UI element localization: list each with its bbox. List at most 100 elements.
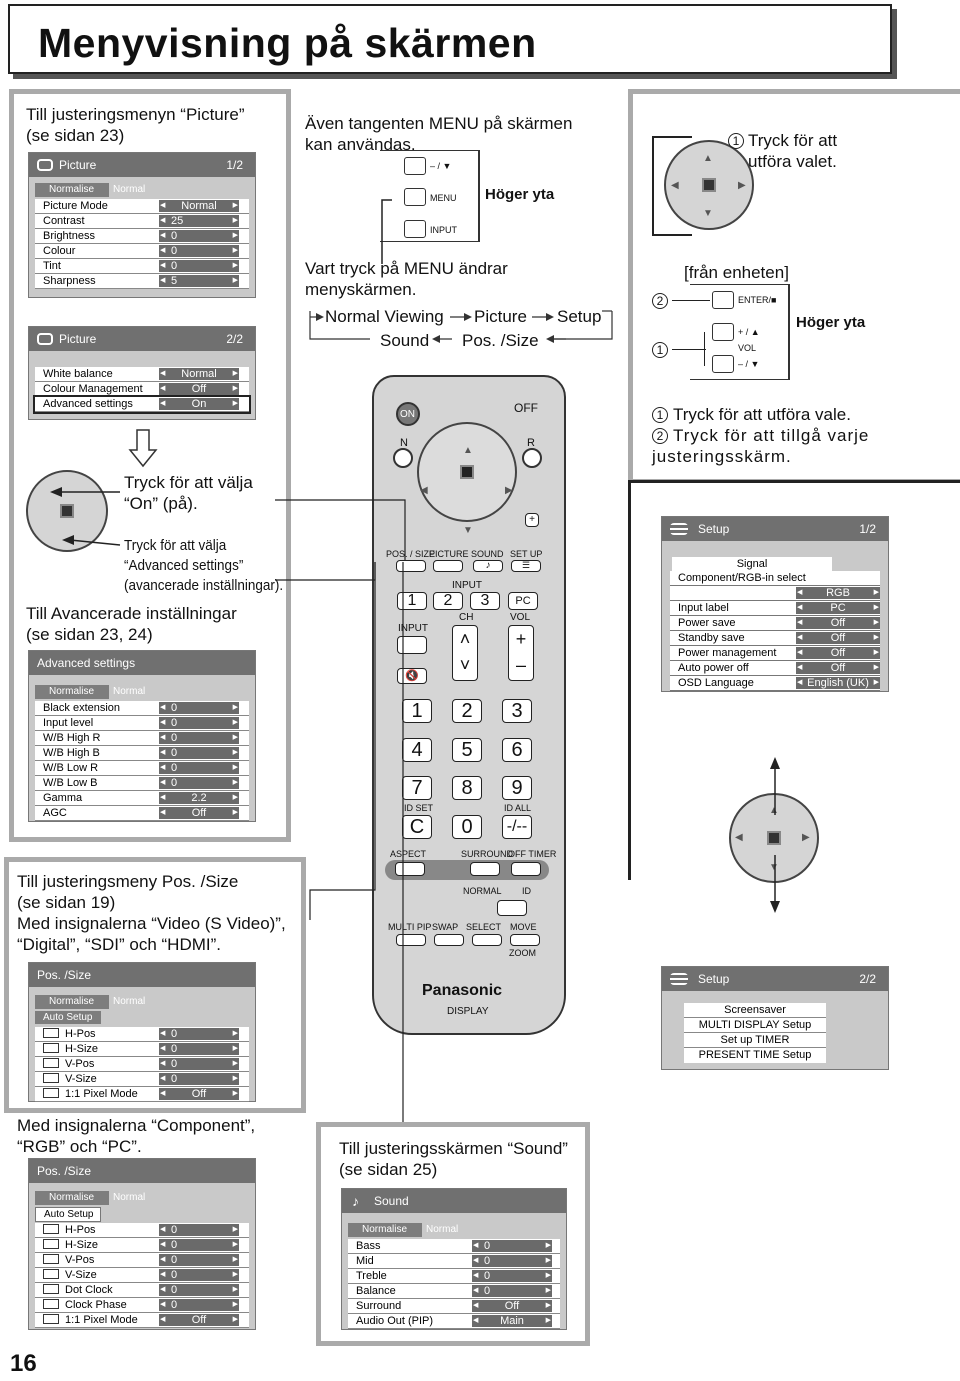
input-3-button[interactable]: 3 bbox=[470, 592, 500, 610]
menu-row[interactable]: Contrast25 bbox=[35, 214, 249, 229]
normalise-button[interactable]: Normalise bbox=[35, 1191, 109, 1205]
signal-button[interactable]: Signal bbox=[672, 557, 832, 571]
key-2[interactable]: 2 bbox=[452, 699, 482, 723]
menu-row-selected[interactable]: Advanced settingsOn bbox=[33, 395, 251, 414]
normalise-button[interactable]: Normalise bbox=[35, 685, 109, 699]
menu-row[interactable]: Input labelPC bbox=[670, 601, 880, 616]
input-1-button[interactable]: 1 bbox=[397, 592, 427, 610]
component-value-row[interactable]: RGB bbox=[670, 586, 880, 601]
picture-icon bbox=[37, 159, 53, 171]
menu-row[interactable]: SurroundOff bbox=[348, 1299, 560, 1314]
menu-item[interactable]: MULTI DISPLAY Setup bbox=[684, 1018, 826, 1033]
info-button[interactable]: + bbox=[525, 513, 539, 527]
auto-setup-button[interactable]: Auto Setup bbox=[35, 1207, 101, 1222]
menu-row[interactable]: White balanceNormal bbox=[35, 367, 249, 382]
menu-row[interactable]: W/B Low B0 bbox=[35, 776, 249, 791]
menu-row[interactable]: Power managementOff bbox=[670, 646, 880, 661]
vol-up-button[interactable] bbox=[712, 323, 734, 341]
key-0[interactable]: 0 bbox=[452, 815, 482, 839]
n-button[interactable] bbox=[393, 448, 413, 468]
menu-row[interactable]: 1:1 Pixel ModeOff bbox=[35, 1313, 249, 1328]
auto-setup-button[interactable]: Auto Setup bbox=[35, 1011, 101, 1024]
menu-row[interactable]: Picture ModeNormal bbox=[35, 199, 249, 214]
picture-button[interactable] bbox=[433, 560, 463, 572]
menu-row[interactable]: V-Pos0 bbox=[35, 1057, 249, 1072]
menu-row[interactable]: V-Size0 bbox=[35, 1072, 249, 1087]
menu-button[interactable] bbox=[404, 188, 426, 206]
menu-row[interactable]: Auto power offOff bbox=[670, 661, 880, 676]
input-button[interactable] bbox=[404, 220, 426, 238]
normalise-button[interactable]: Normalise bbox=[348, 1223, 422, 1237]
row-value: Off bbox=[796, 617, 880, 629]
select-button[interactable] bbox=[472, 934, 502, 946]
setup-button[interactable]: ☰ bbox=[511, 560, 541, 572]
menu-item[interactable]: Set up TIMER bbox=[684, 1033, 826, 1048]
ch-rocker[interactable]: ˄˅ bbox=[452, 625, 478, 681]
menu-row[interactable]: 1:1 Pixel ModeOff bbox=[35, 1087, 249, 1102]
menu-item[interactable]: Screensaver bbox=[684, 1003, 826, 1018]
id-switch[interactable] bbox=[497, 900, 527, 916]
menu-row[interactable]: Power saveOff bbox=[670, 616, 880, 631]
key-9[interactable]: 9 bbox=[502, 776, 532, 800]
sound-button[interactable]: ♪ bbox=[473, 560, 503, 572]
menu-row[interactable]: W/B Low R0 bbox=[35, 761, 249, 776]
vol-down-button[interactable] bbox=[712, 355, 734, 373]
menu-row[interactable]: H-Size0 bbox=[35, 1238, 249, 1253]
menu-row[interactable]: Sharpness5 bbox=[35, 274, 249, 289]
menu-row[interactable]: W/B High R0 bbox=[35, 731, 249, 746]
menu-row[interactable]: Tint0 bbox=[35, 259, 249, 274]
key-3[interactable]: 3 bbox=[502, 699, 532, 723]
input-2-button[interactable]: 2 bbox=[433, 592, 463, 610]
menu-row[interactable]: Bass0 bbox=[348, 1239, 560, 1254]
surround-button[interactable] bbox=[470, 862, 500, 876]
menu-row[interactable]: Colour ManagementOff bbox=[35, 382, 249, 397]
menu-row[interactable]: Standby saveOff bbox=[670, 631, 880, 646]
key-dash[interactable]: -/-- bbox=[502, 815, 532, 839]
r-button[interactable] bbox=[522, 448, 542, 468]
menu-row[interactable]: OSD LanguageEnglish (UK) bbox=[670, 676, 880, 691]
normalise-button[interactable]: Normalise bbox=[35, 995, 109, 1009]
menu-row[interactable]: Audio Out (PIP)Main bbox=[348, 1314, 560, 1329]
on-button[interactable] bbox=[396, 402, 420, 426]
menu-item[interactable]: PRESENT TIME Setup bbox=[684, 1048, 826, 1063]
menu-row[interactable]: W/B High B0 bbox=[35, 746, 249, 761]
menu-row[interactable]: Clock Phase0 bbox=[35, 1298, 249, 1313]
key-8[interactable]: 8 bbox=[452, 776, 482, 800]
picture-intro: Till justeringsmenyn “Picture” (se sidan… bbox=[26, 105, 245, 145]
normalise-button[interactable]: Normalise bbox=[35, 183, 109, 197]
swap-button[interactable] bbox=[434, 934, 464, 946]
down-button[interactable] bbox=[404, 157, 426, 175]
remote-joystick-right[interactable] bbox=[664, 140, 754, 230]
aspect-label: ASPECT bbox=[390, 849, 427, 859]
menu-row[interactable]: Colour0 bbox=[35, 244, 249, 259]
input-button[interactable] bbox=[397, 636, 427, 654]
enter-button[interactable] bbox=[712, 291, 734, 309]
menu-row[interactable]: Brightness0 bbox=[35, 229, 249, 244]
mute-button[interactable]: 🔇 bbox=[397, 668, 427, 684]
vol-rocker[interactable]: +– bbox=[508, 625, 534, 681]
offtimer-button[interactable] bbox=[511, 862, 541, 876]
menu-row[interactable]: V-Size0 bbox=[35, 1268, 249, 1283]
menu-row[interactable]: V-Pos0 bbox=[35, 1253, 249, 1268]
cycle-pos: Pos. /Size bbox=[462, 331, 539, 350]
menu-row[interactable]: Balance0 bbox=[348, 1284, 560, 1299]
menu-row[interactable]: H-Size0 bbox=[35, 1042, 249, 1057]
menu-row[interactable]: AGCOff bbox=[35, 806, 249, 821]
menu-row[interactable]: H-Pos0 bbox=[35, 1223, 249, 1238]
remote-joystick-right-2[interactable] bbox=[729, 793, 819, 883]
pc-button[interactable]: PC bbox=[508, 592, 538, 610]
move-button[interactable] bbox=[510, 934, 540, 946]
menu-row[interactable]: Gamma2.2 bbox=[35, 791, 249, 806]
menu-row[interactable]: Black extension0 bbox=[35, 701, 249, 716]
key-c[interactable]: C bbox=[402, 815, 432, 839]
key-6[interactable]: 6 bbox=[502, 738, 532, 762]
key-5[interactable]: 5 bbox=[452, 738, 482, 762]
remote-joystick[interactable] bbox=[417, 422, 517, 522]
menu-row[interactable]: Input level0 bbox=[35, 716, 249, 731]
menu-row[interactable]: Mid0 bbox=[348, 1254, 560, 1269]
component-row[interactable]: Component/RGB-in select bbox=[670, 571, 880, 586]
menu-row[interactable]: Dot Clock0 bbox=[35, 1283, 249, 1298]
menu-row[interactable]: Treble0 bbox=[348, 1269, 560, 1284]
menu-row[interactable]: H-Pos0 bbox=[35, 1027, 249, 1042]
key-1[interactable]: 1 bbox=[402, 699, 432, 723]
